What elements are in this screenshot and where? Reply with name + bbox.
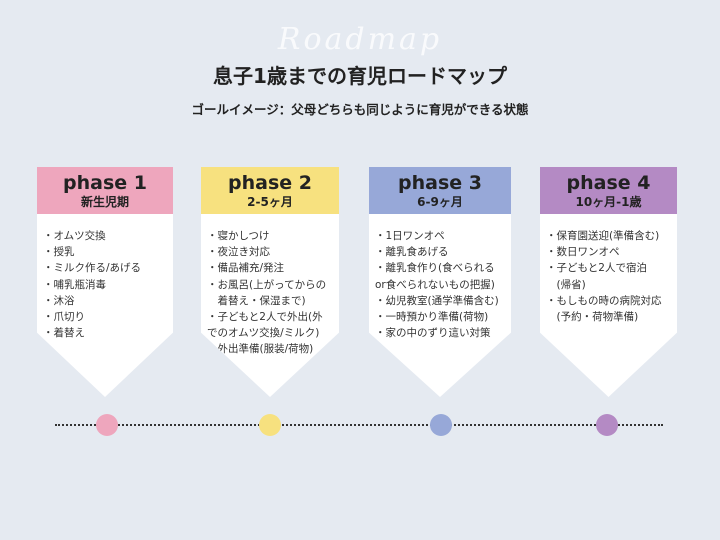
task-item: ・備品補充/発注 <box>207 262 285 275</box>
timeline-dot-4 <box>596 414 618 436</box>
task-item: ・1日ワンオペ <box>375 230 445 242</box>
phase-age: 新生児期 <box>80 195 129 209</box>
timeline-line <box>55 424 663 426</box>
phase-card-4: phase 4 10ヶ月-1歳・保育園送迎(準備含む) ・数日ワンオペ・子どもと2… <box>540 167 677 397</box>
task-item: ・幼児教室(通学準備含む) <box>375 294 499 307</box>
task-list: ・オムツ交換・授乳・ミルク作る/あげる・哺乳瓶消毒・沐浴・爪切り・着替え <box>37 214 173 341</box>
roadmap-script-title: Roadmap <box>277 22 443 57</box>
phase-header: phase 1 新生児期 <box>37 167 173 214</box>
goal-subtitle: ゴールイメージ：父母どちらも同じように育児ができる状態 <box>191 102 529 117</box>
phase-label: phase 4 <box>566 172 651 194</box>
phase-header: phase 2 2-5ヶ月 <box>201 167 339 214</box>
task-item: ・沐浴 <box>43 294 75 307</box>
task-item: ・夜泣き対応 <box>207 246 270 259</box>
task-item: ・子どもと2人で外出(外 <box>207 311 323 324</box>
task-item: ・家の中のずり這い対策 <box>375 327 491 340</box>
task-item: ・授乳 <box>43 246 75 259</box>
timeline-dot-2 <box>259 414 281 436</box>
task-item: ・離乳食あげる <box>375 246 449 259</box>
task-item: or食べられないもの把握) <box>375 278 495 291</box>
phase-header: phase 3 6-9ヶ月 <box>369 167 511 214</box>
phase-age: 6-9ヶ月 <box>417 195 463 209</box>
task-item: (予約・荷物準備) <box>546 311 639 324</box>
timeline-dot-3 <box>430 414 452 436</box>
task-list: ・1日ワンオペ・離乳食あげる・離乳食作り(食べられる or食べられないもの把握) ・… <box>369 214 511 341</box>
page-title: 息子1歳までの育児ロードマップ <box>213 64 507 88</box>
task-item: ・寝かしつけ <box>207 230 270 242</box>
task-item: ・着替え <box>43 327 85 340</box>
phase-card-1: phase 1 新生児期・オムツ交換・授乳・ミルク作る/あげる・哺乳瓶消毒・沐浴… <box>37 167 173 397</box>
task-item: ・爪切り <box>43 311 85 324</box>
phase-card-3: phase 3 6-9ヶ月・1日ワンオペ・離乳食あげる・離乳食作り(食べられる o… <box>369 167 511 397</box>
phase-label: phase 3 <box>398 172 482 194</box>
phase-card-2: phase 2 2-5ヶ月・寝かしつけ・夜泣き対応・備品補充/発注・お風呂(上が… <box>201 167 339 397</box>
task-item: でのオムツ交換/ミルク) <box>207 327 320 340</box>
task-item: ・数日ワンオペ <box>546 246 620 259</box>
task-item: ・もしもの時の病院対応 <box>546 294 662 307</box>
phase-age: 10ヶ月-1歳 <box>575 195 642 209</box>
task-list: ・寝かしつけ・夜泣き対応・備品補充/発注・お風呂(上がってからの 着替え・保湿ま… <box>201 214 339 358</box>
phase-label: phase 2 <box>228 172 312 194</box>
timeline-dot-1 <box>96 414 118 436</box>
task-item: (帰省) <box>546 278 586 291</box>
task-item: ・外出準備(服装/荷物) <box>207 343 314 356</box>
phase-label: phase 1 <box>63 172 147 194</box>
task-item: 着替え・保湿まで) <box>207 294 306 307</box>
task-item: ・お風呂(上がってからの <box>207 278 327 291</box>
task-item: ・離乳食作り(食べられる <box>375 262 495 275</box>
task-item: ・哺乳瓶消毒 <box>43 278 106 291</box>
task-list: ・保育園送迎(準備含む) ・数日ワンオペ・子どもと2人で宿泊 (帰省) ・もしもの時… <box>540 214 677 325</box>
phase-age: 2-5ヶ月 <box>247 195 293 209</box>
task-item: ・一時預かり準備(荷物) <box>375 311 489 324</box>
task-item: ・保育園送迎(準備含む) <box>546 230 660 242</box>
phase-header: phase 4 10ヶ月-1歳 <box>540 167 677 214</box>
task-item: ・ミルク作る/あげる <box>43 262 142 275</box>
task-item: ・オムツ交換 <box>43 230 106 242</box>
task-item: ・子どもと2人で宿泊 <box>546 262 647 275</box>
